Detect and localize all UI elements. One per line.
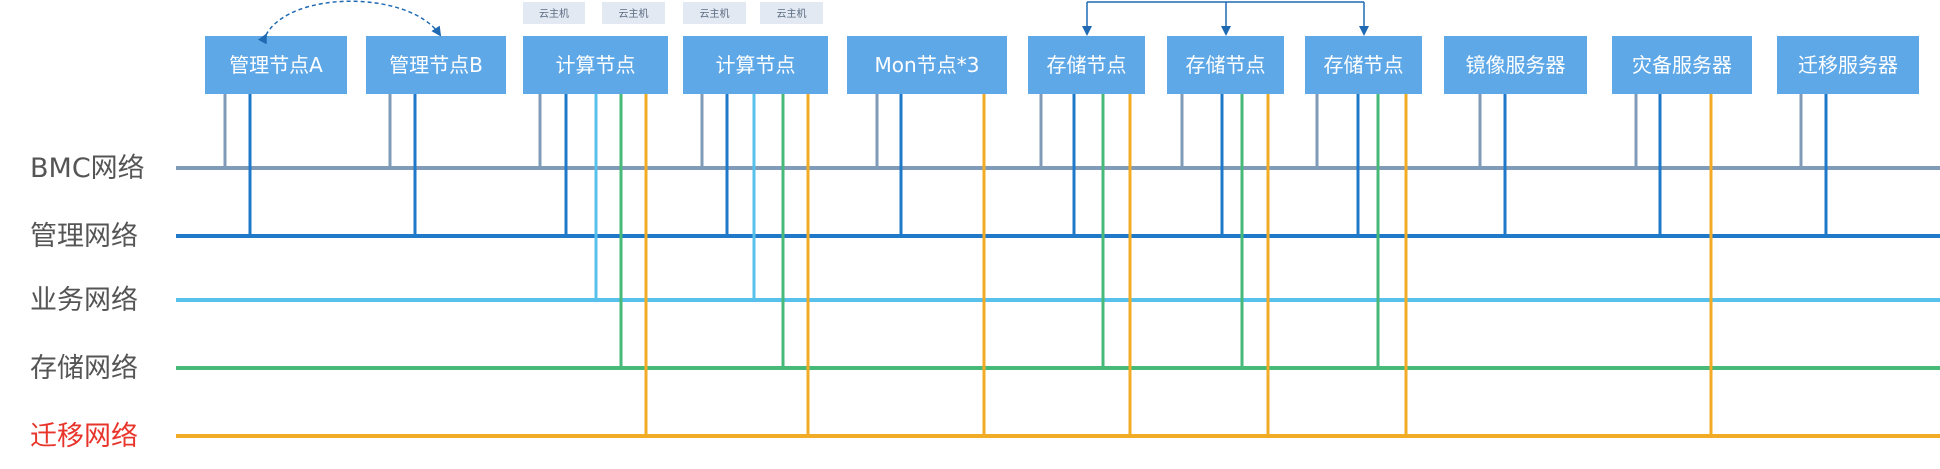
node-label-migration: 迁移服务器 [1798, 53, 1898, 77]
vm-tag-label: 云主机 [619, 7, 649, 20]
network-label-storage: 存储网络 [30, 353, 138, 384]
node-box-storage-2[interactable] [1167, 36, 1284, 94]
node-box-storage-3[interactable] [1305, 36, 1422, 94]
node-mgmt-a[interactable]: 管理节点A [205, 36, 347, 94]
vm-tag-label: 云主机 [700, 7, 730, 20]
vm-tag-box [760, 2, 823, 24]
node-box-image[interactable] [1444, 36, 1587, 94]
node-label-compute-1: 计算节点 [556, 53, 636, 77]
vm-tag-box [683, 2, 746, 24]
vm-tag-label: 云主机 [539, 7, 569, 20]
node-label-storage-3: 存储节点 [1324, 53, 1404, 77]
node-compute-2[interactable]: 计算节点 [683, 36, 828, 94]
node-storage-3[interactable]: 存储节点 [1305, 36, 1422, 94]
node-box-migration[interactable] [1777, 36, 1919, 94]
node-label-storage-1: 存储节点 [1047, 53, 1127, 77]
node-label-image: 镜像服务器 [1466, 53, 1566, 77]
node-label-compute-2: 计算节点 [716, 53, 796, 77]
node-storage-1[interactable]: 存储节点 [1028, 36, 1145, 94]
node-compute-1[interactable]: 计算节点 [523, 36, 668, 94]
network-label-bmc: BMC网络 [30, 153, 145, 184]
network-label-mgmt: 管理网络 [30, 221, 138, 252]
vm-tag-box [523, 2, 585, 24]
node-label-mgmt-a: 管理节点A [229, 53, 323, 77]
mgmt-ha-connector [257, 0, 442, 45]
node-box-mon[interactable] [847, 36, 1007, 94]
node-label-mon: Mon节点*3 [875, 53, 980, 77]
node-box-compute-1[interactable] [523, 36, 668, 94]
node-box-dr[interactable] [1612, 36, 1752, 94]
network-label-migrate: 迁移网络 [30, 421, 138, 452]
vm-tag-label: 云主机 [777, 7, 807, 20]
vm-tag-box [602, 2, 665, 24]
node-mon[interactable]: Mon节点*3 [847, 36, 1007, 94]
node-box-storage-1[interactable] [1028, 36, 1145, 94]
node-box-mgmt-b[interactable] [366, 36, 506, 94]
node-box-mgmt-a[interactable] [205, 36, 347, 94]
node-dr[interactable]: 灾备服务器 [1612, 36, 1752, 94]
node-label-dr: 灾备服务器 [1632, 53, 1732, 77]
node-image[interactable]: 镜像服务器 [1444, 36, 1587, 94]
vm-tag-3: 云主机 [683, 2, 746, 24]
vm-tag-1: 云主机 [523, 2, 585, 24]
node-mgmt-b[interactable]: 管理节点B [366, 36, 506, 94]
node-label-mgmt-b: 管理节点B [389, 53, 483, 77]
node-storage-2[interactable]: 存储节点 [1167, 36, 1284, 94]
node-migration[interactable]: 迁移服务器 [1777, 36, 1919, 94]
vm-tag-4: 云主机 [760, 2, 823, 24]
vm-tag-2: 云主机 [602, 2, 665, 24]
network-label-biz: 业务网络 [30, 285, 138, 316]
node-label-storage-2: 存储节点 [1186, 53, 1266, 77]
node-box-compute-2[interactable] [683, 36, 828, 94]
